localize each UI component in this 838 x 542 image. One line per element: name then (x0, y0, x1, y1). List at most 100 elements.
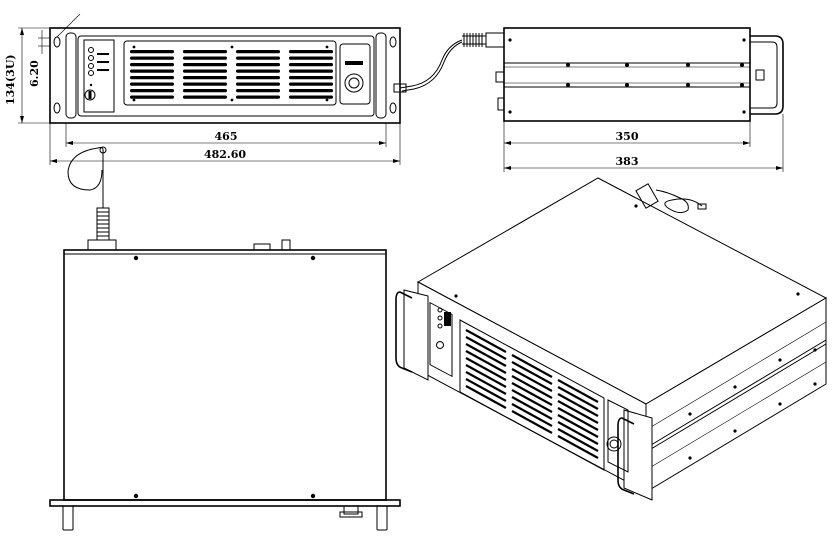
indicator-led-3 (88, 63, 94, 69)
iso-vent-slot (511, 403, 553, 427)
vent-slot (183, 50, 227, 54)
vent-slot (236, 95, 280, 99)
vent-slot (289, 76, 333, 80)
vent-slot (236, 50, 280, 54)
vent-slot (236, 63, 280, 67)
iso-vent-slot (465, 364, 507, 388)
front-view: 134(3U) 6.20 465 482.60 (4, 13, 401, 165)
front-vent-panel (123, 40, 337, 106)
iso-vent-slot (511, 354, 553, 378)
rack-hole-tl (53, 36, 61, 48)
emergency-stop-icon (344, 73, 364, 93)
top-body (63, 249, 387, 501)
iso-vent-slot (465, 378, 507, 402)
top-handle-left (62, 505, 74, 531)
indicator-led-4 (88, 70, 94, 76)
side-handle (750, 35, 784, 115)
vent-slot (130, 56, 174, 60)
iso-vent-slot (511, 389, 553, 413)
vent-slot (183, 89, 227, 93)
iso-vent-slot (465, 343, 507, 367)
iso-vent-slot (465, 350, 507, 374)
rack-hole-br (389, 102, 397, 114)
iso-vent-slot (557, 421, 599, 445)
isometric-view (395, 177, 828, 501)
dim-total-depth-label: 383 (616, 155, 639, 168)
front-panel-outline (49, 27, 401, 124)
vent-slot (130, 82, 174, 86)
estop-housing (339, 43, 371, 105)
vent-slot (289, 50, 333, 54)
iso-vent-slot (511, 396, 553, 420)
vent-slot (236, 82, 280, 86)
vent-slot (236, 69, 280, 73)
vent-slot (236, 89, 280, 93)
dim-height-label: 134(3U) (4, 54, 17, 105)
vent-slot (236, 56, 280, 60)
vent-slot (130, 63, 174, 67)
vent-slot (183, 95, 227, 99)
front-vent-slots (130, 50, 333, 99)
rack-hole-tr (389, 36, 397, 48)
fiber-cable (399, 39, 463, 89)
iso-vent-panel (459, 319, 605, 471)
vent-slot (289, 89, 333, 93)
vent-slot (130, 50, 174, 54)
iso-handle-left (395, 291, 413, 373)
indicator-led-1 (88, 47, 94, 53)
top-view (49, 146, 401, 531)
iso-vent-slot (557, 393, 599, 417)
iso-vent-slot (465, 329, 507, 353)
iso-fiber-cable (655, 189, 703, 214)
vent-slot (236, 76, 280, 80)
vent-slot (183, 82, 227, 86)
iso-vent-slot (465, 336, 507, 360)
iso-vent-slot (511, 368, 553, 392)
iso-vent-slot (511, 375, 553, 399)
iso-vent-slot (511, 382, 553, 406)
vent-slot (130, 76, 174, 80)
top-handle-right (376, 505, 388, 531)
iso-vent-slot (557, 400, 599, 424)
vent-slot (130, 95, 174, 99)
top-fiber-connector (87, 239, 117, 251)
iso-vent-slot (511, 361, 553, 385)
vent-slot (183, 69, 227, 73)
iso-vent-slot (511, 410, 553, 434)
fiber-connector (485, 32, 505, 48)
key-switch-icon (84, 89, 96, 101)
dim-offset-label: 6.20 (28, 60, 41, 87)
iso-vent-slot (557, 407, 599, 431)
iso-vent-slot (557, 428, 599, 452)
right-handle (375, 32, 387, 119)
vent-slot (130, 89, 174, 93)
iso-vent-slot (557, 386, 599, 410)
side-view: 350 383 (393, 27, 784, 172)
iso-emergency-stop-icon (606, 436, 622, 452)
control-panel (83, 39, 115, 113)
vent-slot (289, 82, 333, 86)
iso-handle-right (617, 417, 635, 495)
front-inner-frame (77, 35, 375, 117)
vent-slot (183, 56, 227, 60)
dim-depth-label: 350 (616, 130, 639, 143)
iso-vent-slot (465, 371, 507, 395)
vent-slot (289, 56, 333, 60)
left-handle (65, 32, 77, 119)
top-front-flange (49, 499, 401, 507)
iso-vent-slot (557, 414, 599, 438)
vent-slot (289, 63, 333, 67)
vent-slot (130, 69, 174, 73)
iso-vent-slot (557, 379, 599, 403)
indicator-led-2 (88, 55, 94, 61)
dim-inner-width-label: 465 (215, 130, 238, 143)
side-body (503, 27, 751, 122)
iso-vent-slot (465, 357, 507, 381)
dim-outer-width-label: 482.60 (204, 148, 246, 161)
top-fiber-cable (67, 147, 104, 208)
rack-hole-bl (53, 102, 61, 114)
vent-slot (183, 63, 227, 67)
iso-vent-slot (465, 385, 507, 409)
vent-slot (289, 69, 333, 73)
